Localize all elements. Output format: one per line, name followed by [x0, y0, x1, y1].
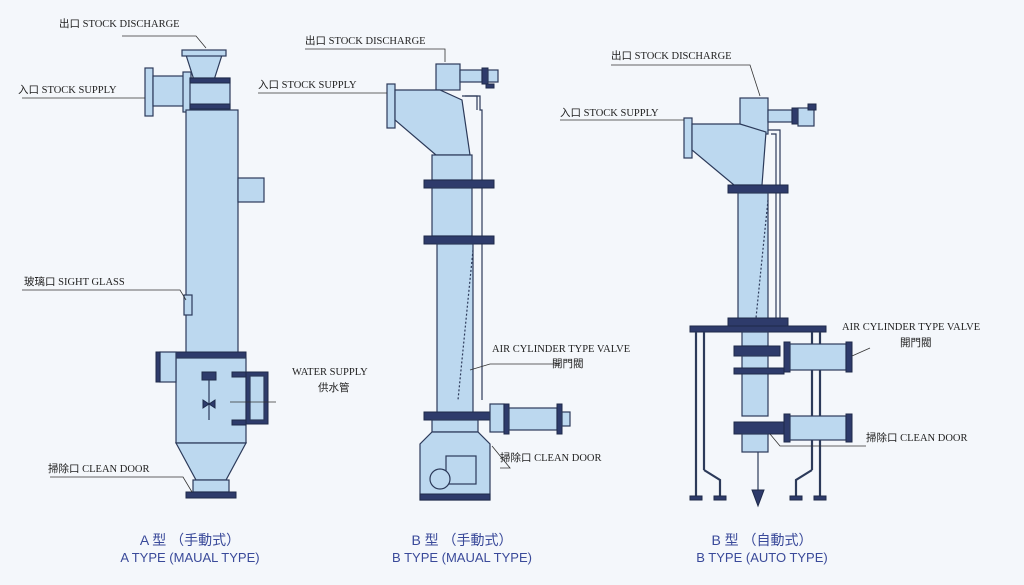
- c-stock-supply-label: 入口 STOCK SUPPLY: [560, 108, 659, 119]
- b-air-valve-label: AIR CYLINDER TYPE VALVE: [492, 344, 631, 355]
- c-leaders: [560, 64, 871, 447]
- b-air-valve-zh-label: 開門閥: [552, 359, 584, 370]
- c-stock-discharge-label: 出口 STOCK DISCHARGE: [611, 51, 732, 62]
- b-leaders: [258, 48, 560, 469]
- a-sight-glass-label: 玻璃口 SIGHT GLASS: [24, 277, 125, 288]
- caption-b: B 型 （手動式） B TYPE (MAUAL TYPE): [378, 532, 546, 566]
- b-type-unit: [386, 63, 571, 501]
- caption-a: A 型 （手動式） A TYPE (MAUAL TYPE): [110, 532, 270, 566]
- a-clean-door-label: 掃除口 CLEAN DOOR: [48, 464, 150, 475]
- b-clean-door-label: 掃除口 CLEAN DOOR: [500, 453, 602, 464]
- a-water-supply-zh-label: 供水管: [318, 383, 350, 394]
- caption-b-zh: B 型 （手動式）: [411, 532, 513, 548]
- a-water-supply-label: WATER SUPPLY: [292, 367, 368, 378]
- c-air-valve-label: AIR CYLINDER TYPE VALVE: [842, 322, 981, 333]
- a-stock-discharge-label: 出口 STOCK DISCHARGE: [59, 19, 180, 30]
- caption-a-zh: A 型 （手動式）: [139, 532, 241, 548]
- a-type-unit: [144, 49, 269, 499]
- a-leaders: [22, 35, 276, 493]
- caption-a-en: A TYPE (MAUAL TYPE): [120, 550, 260, 565]
- c-type-unit: [683, 97, 853, 508]
- caption-c: B 型 （自動式） B TYPE (AUTO TYPE): [682, 532, 842, 566]
- c-air-valve-zh-label: 開門閥: [900, 338, 932, 349]
- b-stock-discharge-label: 出口 STOCK DISCHARGE: [305, 36, 426, 47]
- caption-c-en: B TYPE (AUTO TYPE): [696, 550, 828, 565]
- b-stock-supply-label: 入口 STOCK SUPPLY: [258, 80, 357, 91]
- a-stock-supply-label: 入口 STOCK SUPPLY: [18, 85, 117, 96]
- caption-c-zh: B 型 （自動式）: [711, 532, 813, 548]
- c-clean-door-label: 掃除口 CLEAN DOOR: [866, 433, 968, 444]
- caption-b-en: B TYPE (MAUAL TYPE): [392, 550, 532, 565]
